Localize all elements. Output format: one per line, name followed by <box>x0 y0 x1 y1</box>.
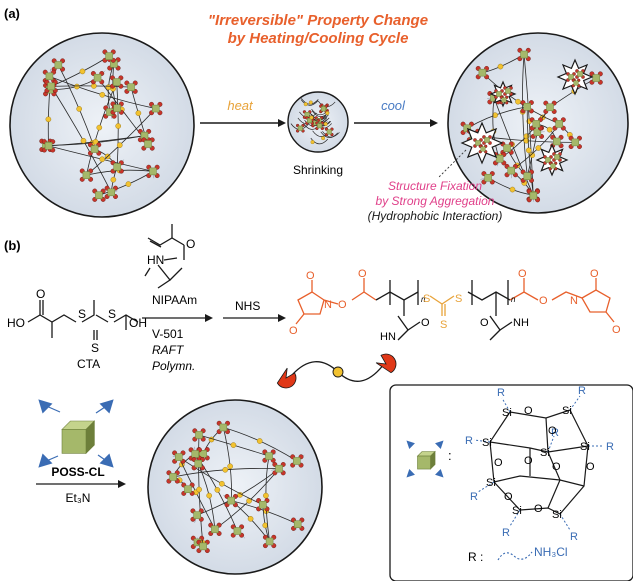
swollen-hydrogel <box>9 32 195 218</box>
nipaam-label: NIPAAm <box>152 293 197 307</box>
raft-arrow <box>142 314 213 322</box>
si-8: Si <box>552 509 562 521</box>
poss-label: POSS-CL <box>51 465 104 479</box>
si-3: Si <box>482 437 492 449</box>
r-2: R <box>578 385 586 397</box>
o-1: O <box>524 405 533 417</box>
cta-structure <box>27 300 139 340</box>
si-1: Si <box>502 407 512 419</box>
polymer-schematic <box>276 353 397 389</box>
o-2: O <box>548 425 557 437</box>
r-7: R <box>502 527 510 539</box>
si-4: Si <box>540 447 550 459</box>
fixation-line-2: by Strong Aggregation <box>376 194 495 208</box>
r-8: R <box>570 531 578 543</box>
panel-a-title-1: "Irreversible" Property Change <box>208 12 428 29</box>
r-5: R <box>606 441 614 453</box>
poss-small-cube-icon <box>406 440 444 478</box>
nhs-label: NHS <box>235 299 260 313</box>
cool-arrow <box>354 119 438 127</box>
ester-o6: O <box>539 295 548 307</box>
amide-nh-right: NH <box>513 317 529 329</box>
polymer-product <box>295 278 615 341</box>
nhs-n-left: N <box>324 299 332 311</box>
ester-o8: O <box>612 324 621 336</box>
ester-o1: O <box>306 270 315 282</box>
nhs-n-right: N <box>570 295 578 307</box>
shrunken-hydrogel <box>287 91 349 153</box>
trithio-s2: S <box>455 293 462 305</box>
o-8: O <box>534 503 543 515</box>
poss-cl-cube-icon <box>38 399 114 468</box>
cta-s1: S <box>78 307 86 321</box>
r-definition-label: R : <box>468 550 483 564</box>
ester-o2: O <box>289 325 298 337</box>
amide-o-right: O <box>480 317 489 329</box>
r-3: R <box>465 435 473 447</box>
nipaam-structure <box>144 224 185 289</box>
ester-o3: O <box>338 299 347 311</box>
r-group-label: NH₃Cl <box>534 545 568 559</box>
cta-o1: O <box>36 287 45 301</box>
amide-hn-left: HN <box>380 331 396 343</box>
r-chain <box>497 551 533 561</box>
nhs-arrow <box>223 314 286 322</box>
o-7: O <box>504 491 513 503</box>
panel-b-label: (b) <box>4 238 21 253</box>
heat-label: heat <box>227 98 254 113</box>
cta-s2: S <box>108 307 116 321</box>
ester-o5: O <box>518 268 527 280</box>
nipaam-o: O <box>186 237 195 251</box>
crosslink-arrow <box>36 480 126 488</box>
cta-oh: OH <box>129 316 147 330</box>
fixation-line-1: Structure Fixation <box>388 179 482 193</box>
base-label: Et₃N <box>66 491 91 505</box>
trithio-s3: S <box>440 319 447 331</box>
panel-a-label: (a) <box>4 6 20 21</box>
si-5: Si <box>580 441 590 453</box>
poss-structure-box <box>389 384 633 581</box>
crosslinked-hydrogel <box>147 399 323 575</box>
shrinking-label: Shrinking <box>293 163 343 177</box>
cool-label: cool <box>381 98 406 113</box>
cta-ho: HO <box>7 316 25 330</box>
r-4: R <box>551 427 559 439</box>
ester-o7: O <box>590 268 599 280</box>
ester-o4: O <box>358 268 367 280</box>
poss-cage <box>489 409 589 515</box>
o-3: O <box>494 457 503 469</box>
cta-s3: S <box>91 341 99 355</box>
si-6: Si <box>486 477 496 489</box>
o-4: O <box>524 455 533 467</box>
si-7: Si <box>512 505 522 517</box>
fixation-line-3: (Hydrophobic Interaction) <box>368 209 503 223</box>
raft-label-2: Polymn. <box>152 359 195 373</box>
amide-o-left: O <box>421 317 430 329</box>
r-6: R <box>470 491 478 503</box>
fixation-leader <box>437 149 467 179</box>
o-5: O <box>586 461 595 473</box>
poss-colon: : <box>448 448 452 463</box>
trithio-s1: S <box>423 293 430 305</box>
heat-arrow <box>200 119 286 127</box>
r-1: R <box>497 387 505 399</box>
n-sub-right: n <box>511 295 516 304</box>
nipaam-hn: HN <box>147 253 164 267</box>
aggregation-bursts <box>460 58 594 177</box>
initiator-label: V-501 <box>152 327 184 341</box>
n-sub-left: n <box>421 295 426 304</box>
panel-a-title-2: by Heating/Cooling Cycle <box>228 30 409 47</box>
o-6: O <box>552 461 561 473</box>
raft-label-1: RAFT <box>152 343 185 357</box>
cta-label: CTA <box>77 357 100 371</box>
si-2: Si <box>562 405 572 417</box>
